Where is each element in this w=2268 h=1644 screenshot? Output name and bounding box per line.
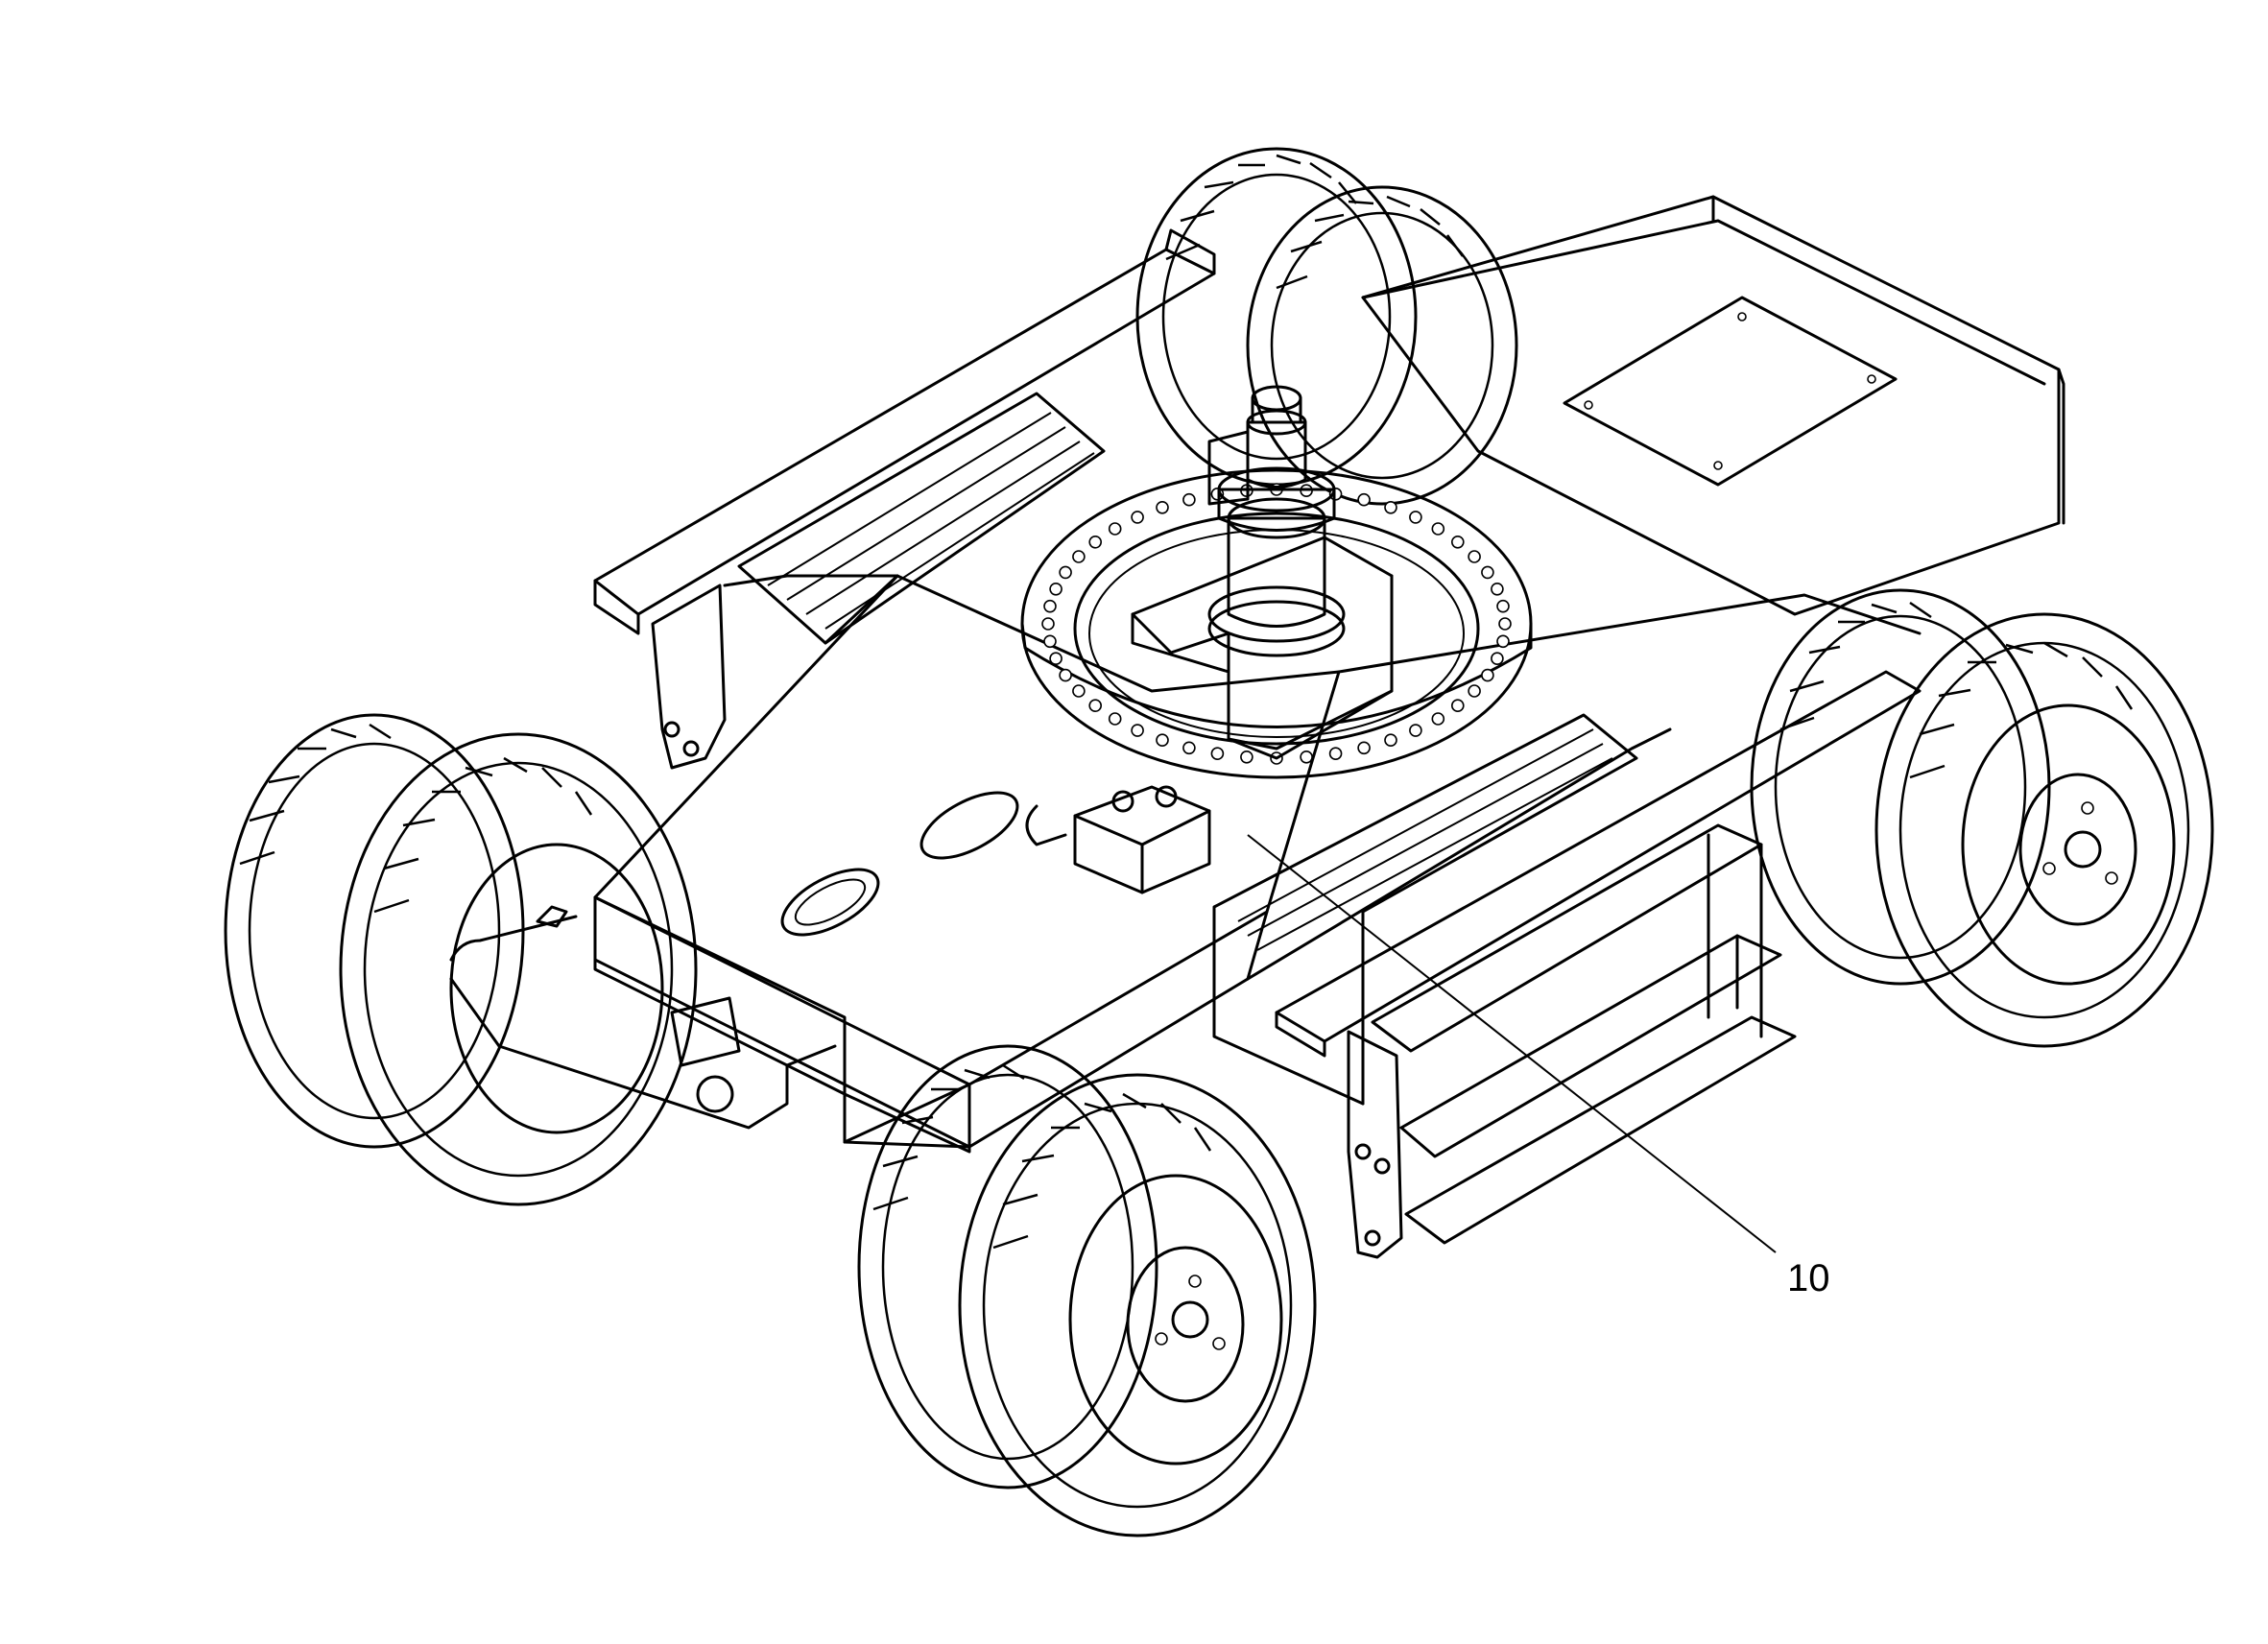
ring-bolt-hole [1328,747,1343,761]
left-front-tire-outer [224,713,525,1149]
ring-bolt-hole [1108,522,1122,536]
right-rear-tire-outer [1750,588,2051,986]
ring-bolt-hole [1300,750,1313,764]
ring-bolt-hole [1468,684,1481,698]
ring-bolt-hole [1496,599,1510,613]
ring-bolt-hole [1357,492,1371,507]
right-rear-tire-inner [1874,612,2214,1048]
ring-bolt-hole [1156,733,1169,748]
rear-tire-right [1246,185,1518,506]
callout-label-10: 10 [1787,1257,1830,1299]
ring-bolt-hole [1409,511,1422,524]
ring-bolt-hole [1384,733,1397,748]
ring-bolt-hole [1156,500,1169,514]
ring-bolt-hole [1240,750,1253,764]
slewing-ring [1020,468,1533,779]
ring-bolt-hole [1498,617,1512,631]
ring-bolt-hole [1384,500,1397,514]
front-tire-outer [857,1044,1158,1489]
front-axle-bar [449,895,847,1130]
walkway-left [593,228,1216,770]
ring-bolt-hole [1088,535,1102,549]
ring-bolt-hole [1491,652,1504,666]
ring-bolt-hole [1131,724,1144,737]
ring-bolt-hole [1072,550,1086,563]
ring-bolt-hole [1491,582,1504,596]
callout-leader-10 [1247,834,1777,1253]
hydraulic-valve-block [1025,785,1211,894]
ring-bolt-hole [1496,634,1510,649]
ring-bolt-hole [1041,617,1055,631]
ring-bolt-hole [1043,634,1057,649]
chassis-frame [593,195,2065,1154]
ring-bolt-hole [1210,747,1225,761]
ring-bolt-hole [1043,599,1057,613]
ring-bolt-hole [1409,724,1422,737]
ring-bolt-hole [1108,712,1122,726]
ring-bolt-hole [1049,652,1062,666]
ring-bolt-hole [1481,565,1494,580]
ring-bolt-hole [1431,712,1445,726]
ring-bolt-hole [1468,550,1481,563]
ring-bolt-hole [1182,492,1196,507]
ring-bolt-hole [1059,668,1072,682]
ring-bolt-hole [1072,684,1086,698]
ring-bolt-hole [1049,582,1062,596]
ring-bolt-hole [1451,535,1465,549]
ring-bolt-hole [1059,565,1072,580]
ring-bolt-hole [1182,741,1196,755]
ring-bolt-hole [1357,741,1371,755]
left-front-tire-inner [339,732,698,1206]
ring-bolt-hole [1431,522,1445,536]
ring-bolt-hole [1131,511,1144,524]
rotary-joint [1131,385,1394,760]
ring-bolt-hole [1481,668,1494,682]
ring-bolt-hole [1451,699,1465,713]
front-tire-inner [958,1073,1317,1537]
ring-bolt-hole [1088,699,1102,713]
walkway-right [1212,670,1922,1259]
